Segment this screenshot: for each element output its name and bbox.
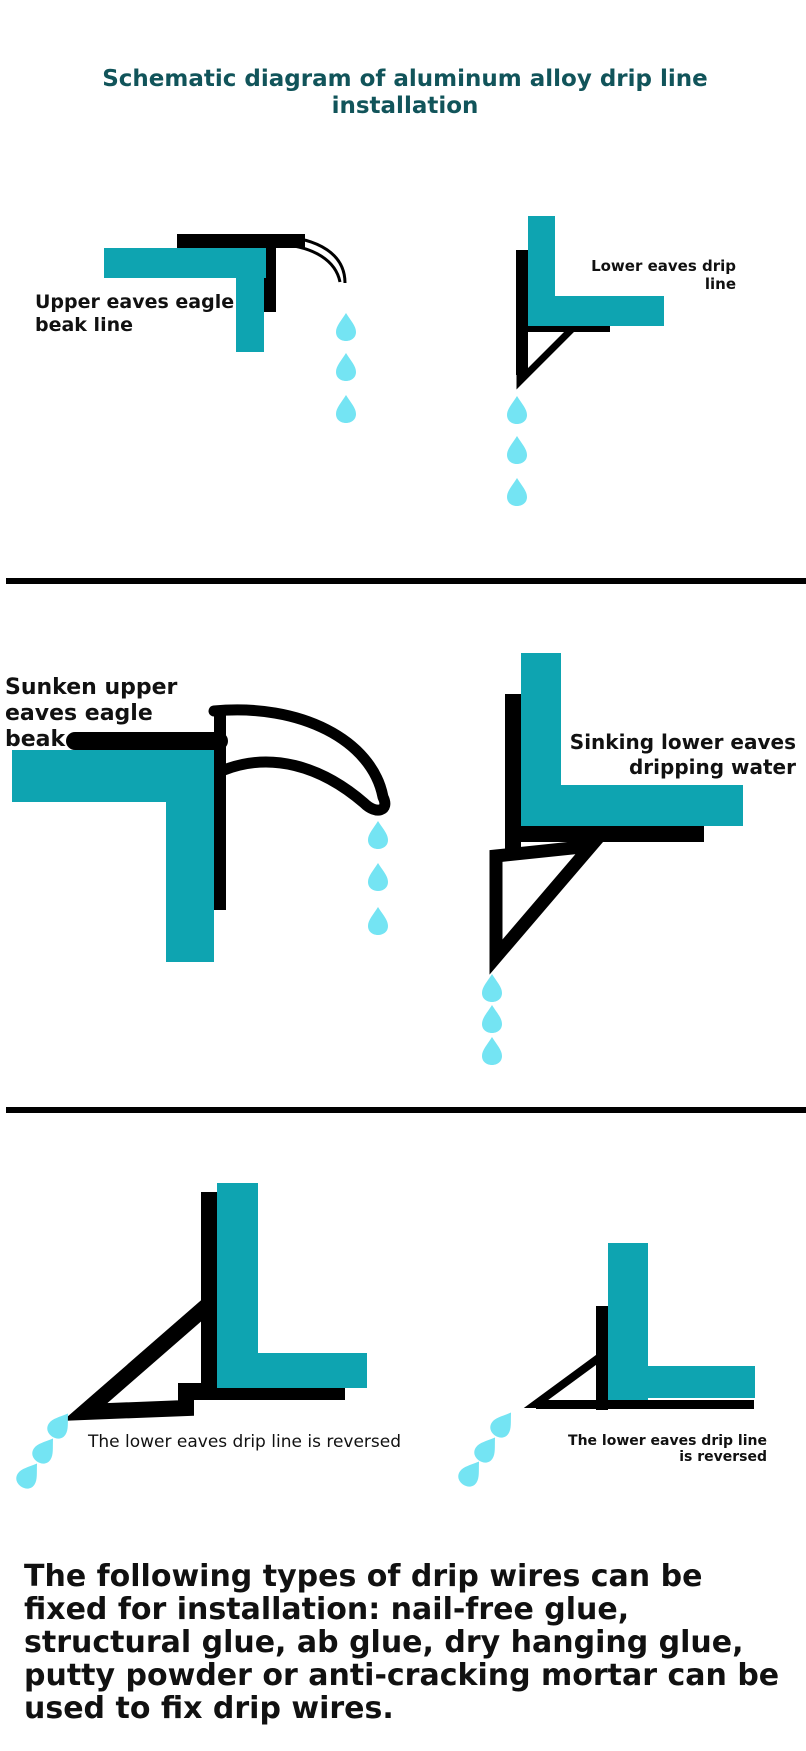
label-reversed-large: The lower eaves drip line is reversed — [88, 1432, 402, 1452]
water-drops — [368, 821, 388, 935]
label-reversed-small: The lower eaves drip line is reversed — [568, 1433, 767, 1465]
water-drops — [454, 1406, 520, 1491]
label-sunken-upper: Sunken upper eaves eagle beak — [5, 675, 178, 752]
sinking-lower-eaves-profile — [489, 653, 743, 975]
lower-eaves-drip-profile — [516, 216, 664, 390]
section-divider — [6, 1107, 806, 1113]
sunken-upper-eaves-profile — [12, 704, 391, 962]
installation-note: The following types of drip wires can be… — [24, 1559, 780, 1726]
section-divider — [6, 578, 806, 584]
label-sinking-lower: Sinking lower eaves dripping water — [569, 730, 796, 779]
reversed-drip-profile-large — [62, 1183, 367, 1421]
water-drops — [12, 1407, 77, 1493]
reversed-drip-profile-small — [523, 1243, 755, 1410]
water-drops — [336, 313, 356, 423]
water-drops — [482, 974, 502, 1065]
water-drops — [507, 396, 527, 506]
diagram-title: Schematic diagram of aluminum alloy drip… — [102, 66, 708, 119]
label-lower-eaves: Lower eaves drip line — [591, 257, 736, 293]
label-upper-eaves: Upper eaves eagle beak line — [35, 291, 235, 336]
upper-eaves-eagle-beak-profile — [104, 234, 347, 352]
